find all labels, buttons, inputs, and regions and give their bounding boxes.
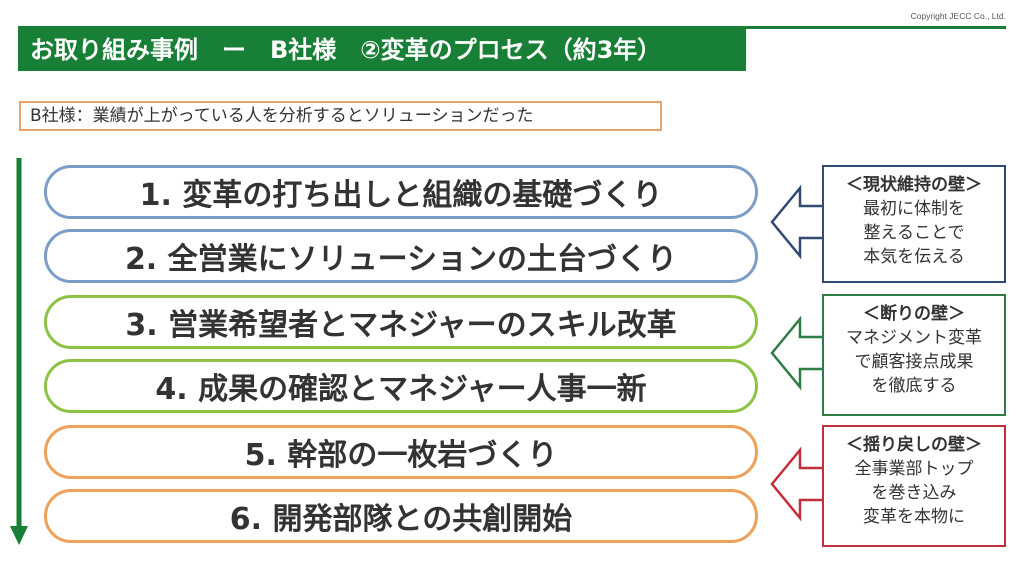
slide-title: お取り組み事例 ー B社様 ②変革のプロセス（約3年） (18, 29, 746, 71)
process-step-6: 6. 開発部隊との共創開始 (44, 489, 758, 543)
callout-text: で顧客接点成果 (854, 352, 974, 372)
callout-status-quo-wall: ＜現状維持の壁＞ 最初に体制を 整えることで 本気を伝える (822, 165, 1006, 283)
process-step-6-label: 6. 開発部隊との共創開始 (229, 502, 573, 537)
title-rule (18, 26, 1006, 29)
process-step-2-label: 2. 全営業にソリューションの土台づくり (124, 242, 678, 277)
callout-text: 全事業部トップ (854, 459, 974, 479)
callout-text: を巻き込み (871, 483, 957, 503)
copyright-text: Copyright JECC Co., Ltd. (910, 11, 1006, 21)
callout-title: ＜断りの壁＞ (863, 304, 965, 324)
process-step-1: 1. 変革の打ち出しと組織の基礎づくり (44, 165, 758, 219)
callout-backlash-wall: ＜揺り戻しの壁＞ 全事業部トップ を巻き込み 変革を本物に (822, 425, 1006, 547)
callout-refusal-wall: ＜断りの壁＞ マネジメント変革 で顧客接点成果 を徹底する (822, 294, 1006, 416)
left-arrow-icon (770, 184, 830, 260)
callout-text: マネジメント変革 (846, 328, 982, 348)
process-step-5-label: 5. 幹部の一枚岩づくり (244, 438, 558, 473)
process-step-4: 4. 成果の確認とマネジャー人事一新 (44, 359, 758, 413)
process-step-1-label: 1. 変革の打ち出しと組織の基礎づくり (139, 178, 663, 213)
callout-title: ＜揺り戻しの壁＞ (846, 435, 982, 455)
process-step-2: 2. 全営業にソリューションの土台づくり (44, 229, 758, 283)
callout-text: 整えることで (863, 223, 965, 243)
timeline-arrow-head (10, 526, 28, 545)
process-step-5: 5. 幹部の一枚岩づくり (44, 425, 758, 479)
callout-text: 最初に体制を (863, 199, 965, 219)
left-arrow-icon (770, 315, 830, 391)
process-step-4-label: 4. 成果の確認とマネジャー人事一新 (155, 372, 647, 407)
callout-text: 本気を伝える (863, 247, 965, 267)
callout-text: 変革を本物に (863, 507, 965, 527)
process-step-3-label: 3. 営業希望者とマネジャーのスキル改革 (125, 308, 677, 343)
subtitle-box: B社様：業績が上がっている人を分析するとソリューションだった (19, 101, 662, 131)
process-step-3: 3. 営業希望者とマネジャーのスキル改革 (44, 295, 758, 349)
callout-title: ＜現状維持の壁＞ (846, 175, 982, 195)
callout-text: を徹底する (871, 376, 957, 396)
left-arrow-icon (770, 446, 830, 522)
